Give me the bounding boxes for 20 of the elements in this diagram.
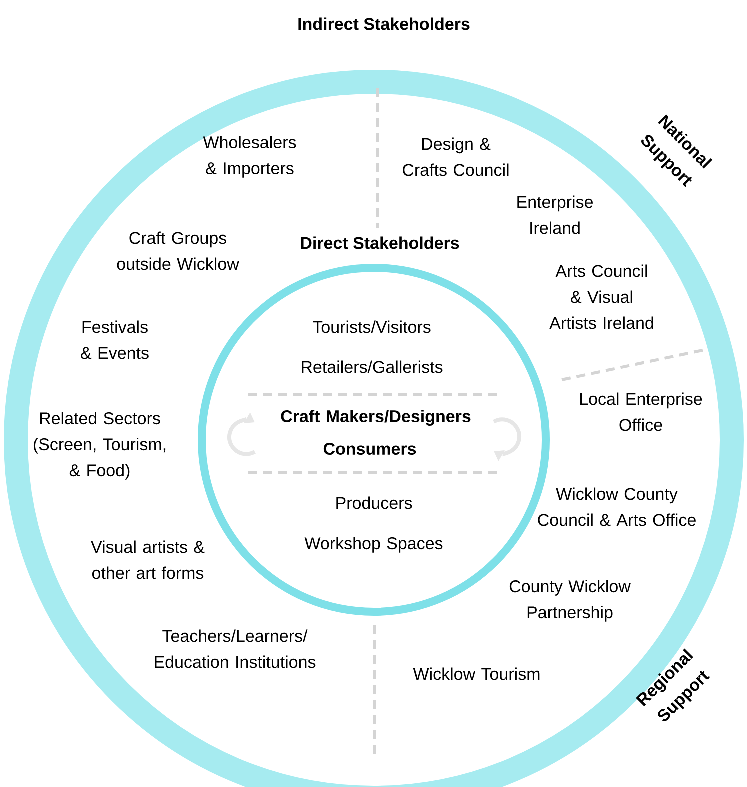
label: Retailers/Gallerists <box>302 360 443 374</box>
label: Design & Crafts Council <box>403 138 509 176</box>
label: Enterprise Ireland <box>518 196 593 234</box>
label: Teachers/Learners/ Education Institutions <box>155 630 316 668</box>
label: Festivals & Events <box>81 320 149 360</box>
label: Related Sectors (Screen, Tourism, & Food) <box>34 412 166 480</box>
label: Workshop Spaces <box>304 537 443 553</box>
label: Producers <box>336 496 412 510</box>
circle-heading: Direct Stakeholders <box>301 236 460 250</box>
label: County Wicklow Partnership <box>510 580 631 622</box>
label: Wicklow Tourism <box>413 668 540 680</box>
label: Consumers <box>324 442 416 456</box>
label: Wicklow County Council & Arts Office <box>538 488 696 526</box>
label: Visual artists & other art forms <box>91 540 205 580</box>
label: Local Enterprise Office <box>580 392 702 432</box>
label: Craft Groups outside Wicklow <box>117 232 240 270</box>
ring-heading: Indirect Stakeholders <box>298 18 470 30</box>
label: Tourists/Visitors <box>313 320 431 334</box>
label: Wholesalers & Importers <box>203 136 296 178</box>
label: Craft Makers/Designers <box>281 410 471 426</box>
